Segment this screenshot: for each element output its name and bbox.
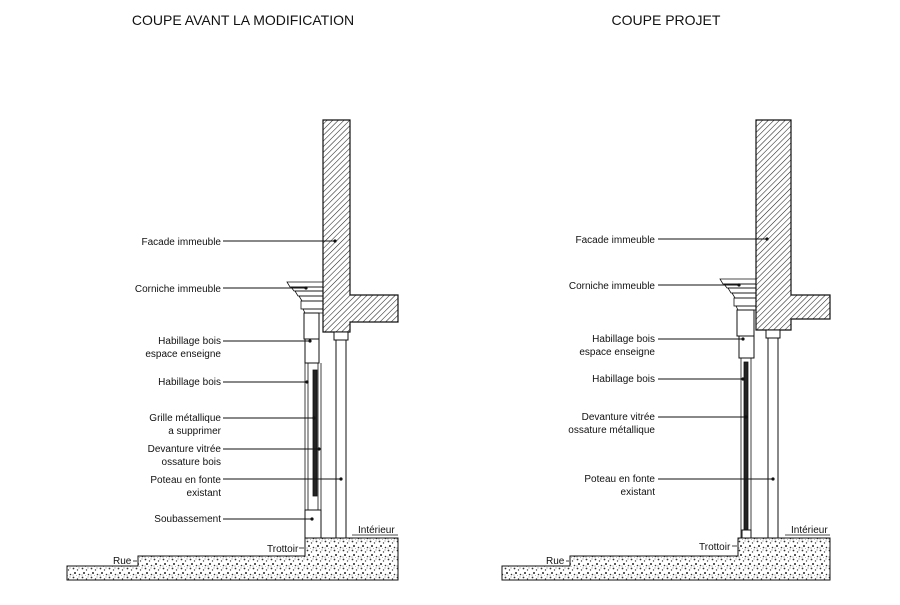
label-habillage-enseigne-line2: espace enseigne — [145, 349, 221, 360]
label-devanture: Devanture vitrée — [148, 444, 222, 455]
cornice-project — [719, 278, 757, 311]
facade-wall-before — [322, 119, 399, 333]
section-project: COUPE PROJET — [501, 12, 831, 581]
label-corniche: Corniche immeuble — [569, 281, 656, 292]
labels-before: Facade immeuble Corniche immeuble Habill… — [113, 237, 395, 567]
label-poteau: Poteau en fonte — [150, 475, 221, 486]
label-devanture-line2: ossature métallique — [568, 425, 655, 436]
title-project: COUPE PROJET — [612, 12, 721, 28]
label-poteau-line2: existant — [621, 487, 656, 498]
cast-iron-post-project — [765, 329, 781, 539]
label-devanture: Devanture vitrée — [582, 412, 656, 423]
label-poteau: Poteau en fonte — [584, 474, 655, 485]
pointer-ticks-project — [566, 534, 830, 562]
label-trottoir: Trottoir — [699, 542, 731, 553]
shopfront-before — [303, 312, 322, 539]
label-facade: Facade immeuble — [576, 235, 656, 246]
label-interieur: Intérieur — [358, 525, 395, 536]
label-rue: Rue — [546, 556, 565, 567]
label-habillage-bois: Habillage bois — [158, 377, 221, 388]
label-soubassement: Soubassement — [154, 514, 221, 525]
label-trottoir: Trottoir — [267, 544, 299, 555]
title-before: COUPE AVANT LA MODIFICATION — [132, 12, 354, 28]
section-before: COUPE AVANT LA MODIFICATION — [66, 12, 399, 581]
label-grille: Grille métallique — [149, 413, 221, 424]
cast-iron-post-before — [333, 331, 349, 539]
label-rue: Rue — [113, 556, 132, 567]
label-habillage-enseigne: Habillage bois — [158, 336, 221, 347]
label-habillage-enseigne-line2: espace enseigne — [579, 347, 655, 358]
facade-wall-project — [755, 119, 831, 331]
label-grille-line2: a supprimer — [168, 426, 221, 437]
label-devanture-line2: ossature bois — [162, 457, 221, 468]
label-interieur: Intérieur — [791, 525, 828, 536]
label-habillage-enseigne: Habillage bois — [592, 334, 655, 345]
leaders-before — [223, 239, 343, 521]
label-facade: Facade immeuble — [142, 237, 222, 248]
labels-project: Facade immeuble Corniche immeuble Habill… — [546, 235, 828, 567]
leaders-project — [658, 237, 775, 481]
pointer-ticks-before — [133, 534, 398, 562]
label-corniche: Corniche immeuble — [135, 284, 222, 295]
ground-project — [501, 537, 831, 581]
label-poteau-line2: existant — [187, 488, 222, 499]
label-habillage-bois: Habillage bois — [592, 374, 655, 385]
shopfront-project — [736, 309, 755, 539]
cornice-before — [286, 281, 324, 314]
